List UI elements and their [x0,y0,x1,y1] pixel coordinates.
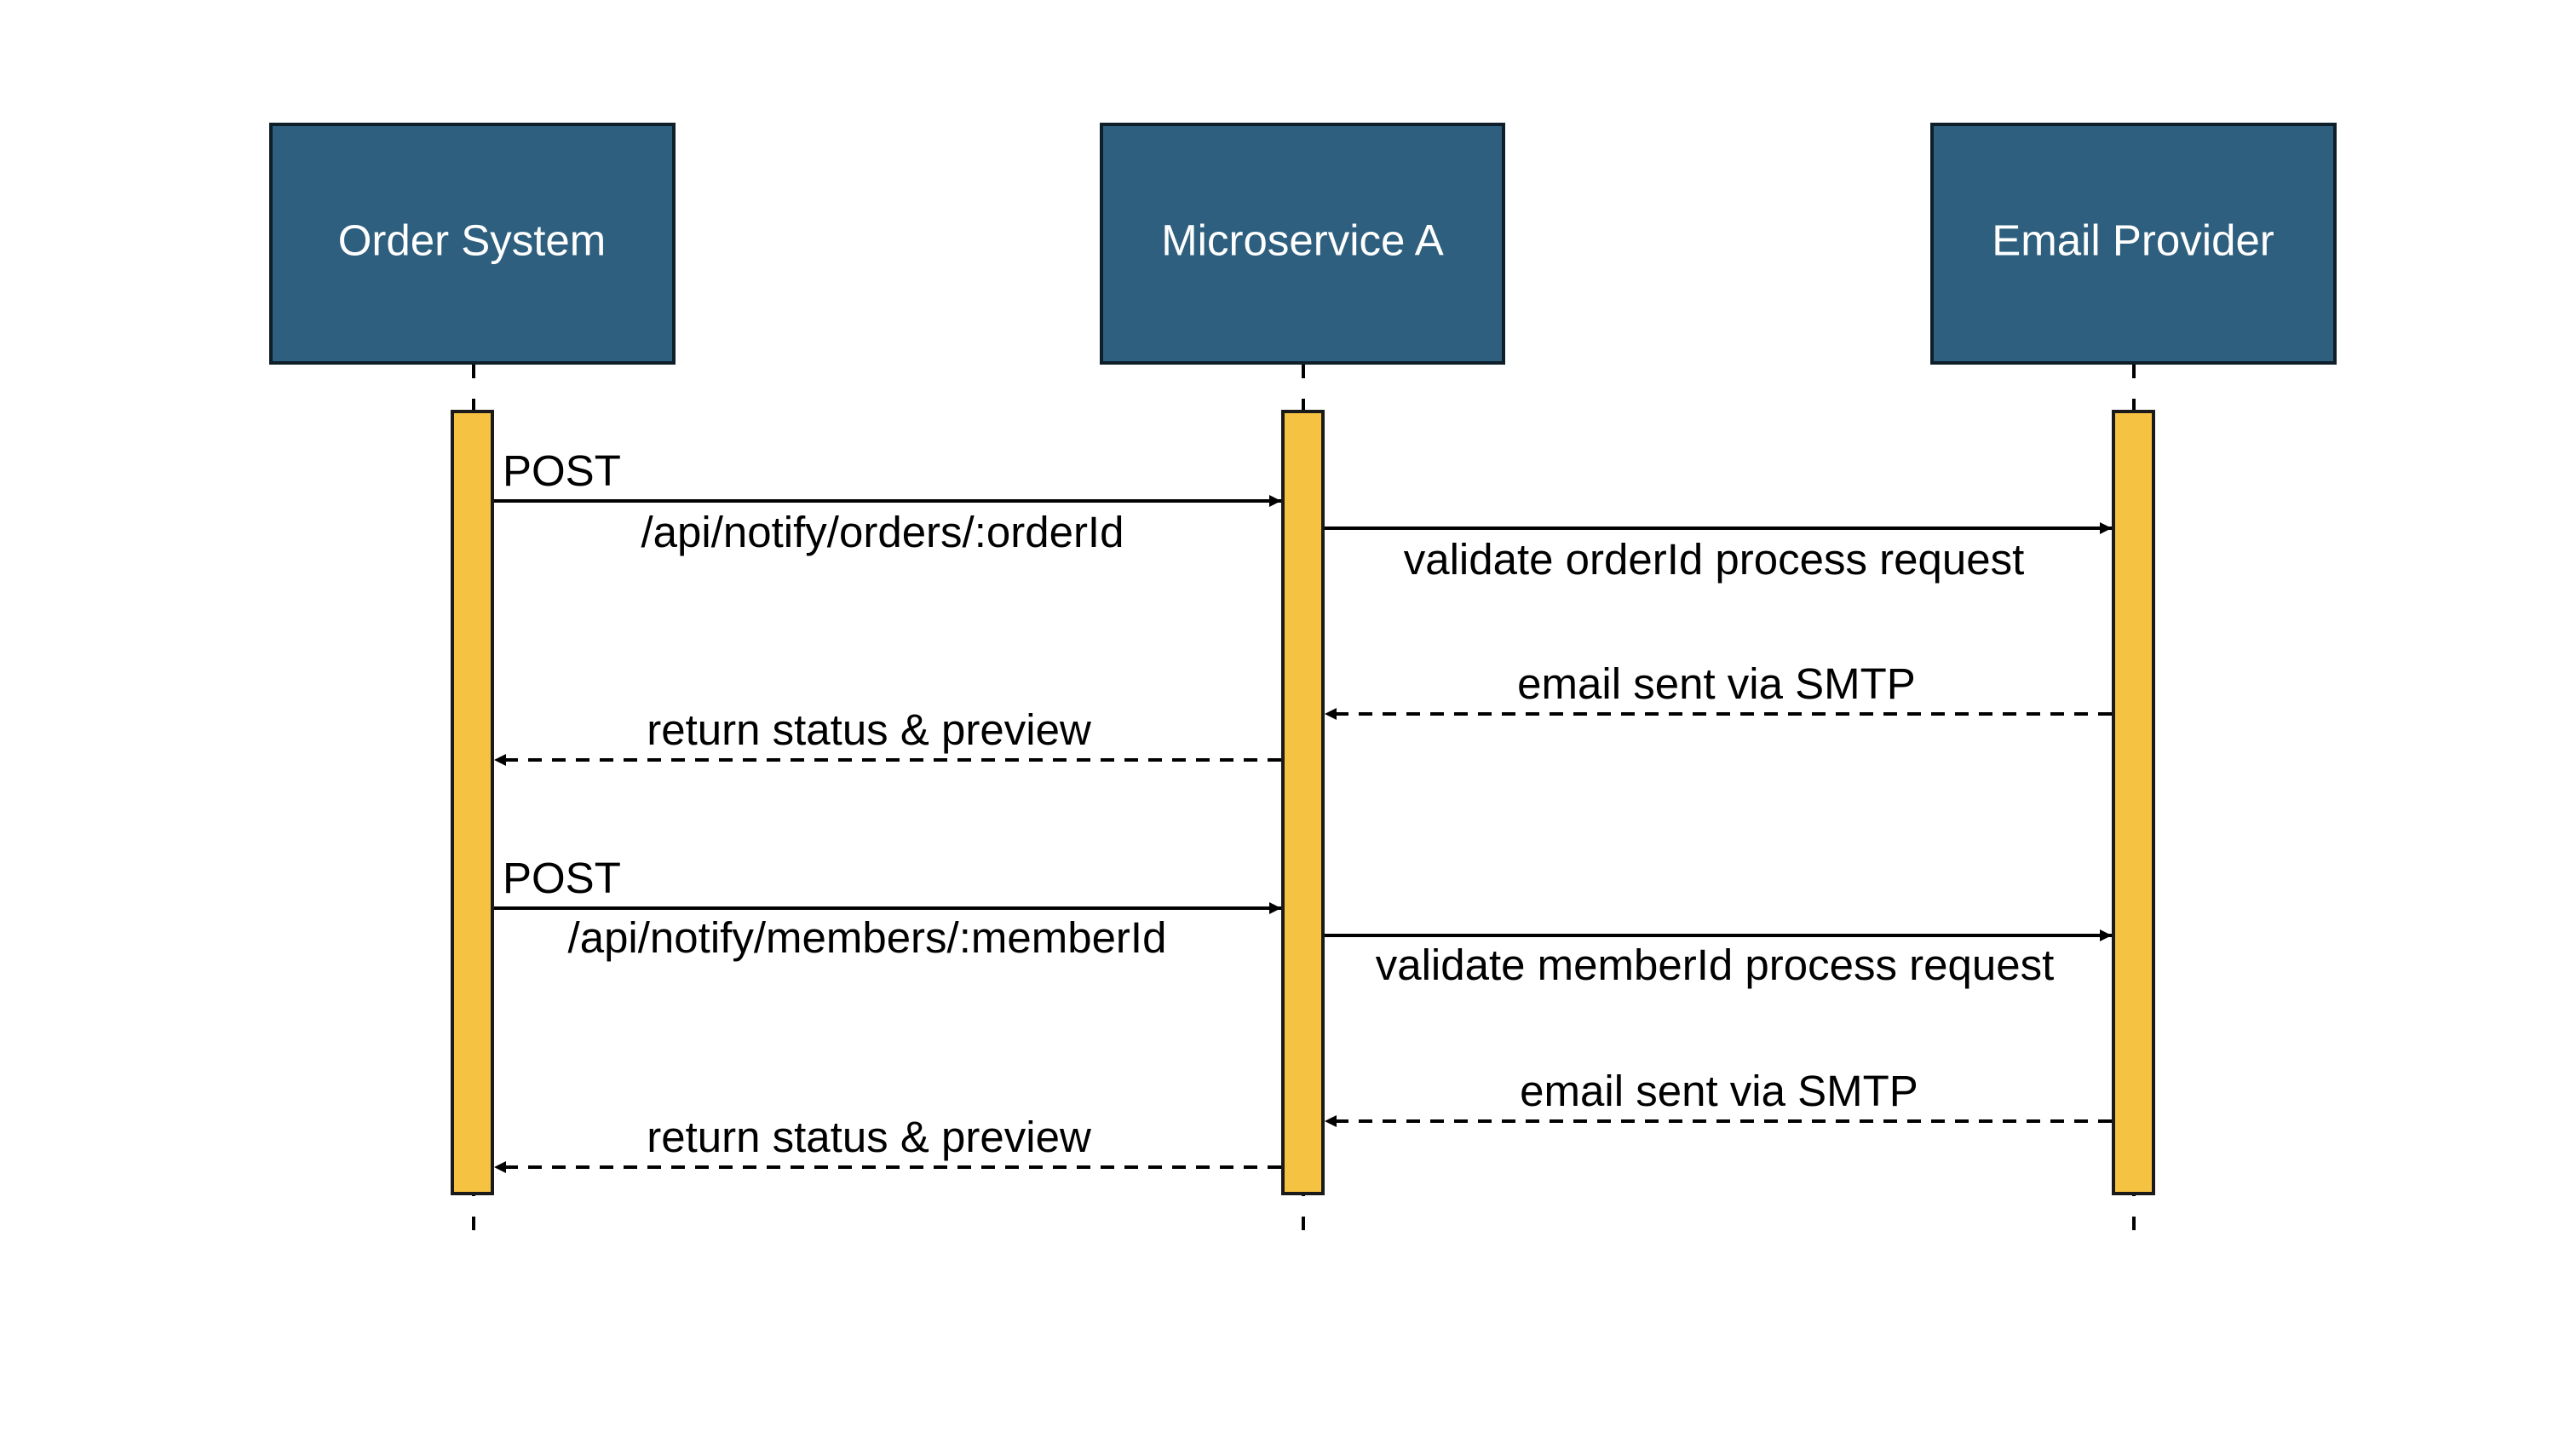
participant-label: Microservice A [1161,216,1444,264]
participant-microservice-a: Microservice A [1100,123,1505,365]
participant-label: Email Provider [1992,216,2274,264]
activation-bar-email-provider [2112,410,2155,1195]
participant-box [269,123,676,365]
message-label: validate orderId process request [1404,535,2025,584]
message-return-status-2: return status & preview [494,1113,1281,1173]
message-label-method: POST [503,446,621,495]
message-label-path: /api/notify/members/:memberId [568,913,1167,962]
participant-box [1100,123,1505,365]
message-post-orders: POST /api/notify/orders/:orderId [494,446,1281,556]
message-label-path: /api/notify/orders/:orderId [641,508,1124,556]
activation-bars [451,410,2155,1195]
message-label-method: POST [503,854,621,902]
message-label: email sent via SMTP [1520,1067,1918,1115]
message-label: return status & preview [647,1113,1091,1161]
message-post-members: POST /api/notify/members/:memberId [494,854,1281,962]
message-email-sent-2: email sent via SMTP [1325,1067,2112,1127]
message-label: return status & preview [647,705,1091,754]
message-return-status-1: return status & preview [494,705,1281,766]
message-label: email sent via SMTP [1517,659,1916,708]
participant-label: Order System [338,216,607,264]
message-email-sent-1: email sent via SMTP [1325,659,2112,720]
activation-bar-microservice-a [1281,410,1325,1195]
participant-box [1930,123,2337,365]
participant-order-system: Order System [269,123,676,365]
message-validate-member: validate memberId process request [1325,929,2112,989]
participant-email-provider: Email Provider [1930,123,2337,365]
activation-bar-order-system [451,410,494,1195]
message-label: validate memberId process request [1376,941,2055,989]
message-validate-order: validate orderId process request [1325,522,2112,584]
